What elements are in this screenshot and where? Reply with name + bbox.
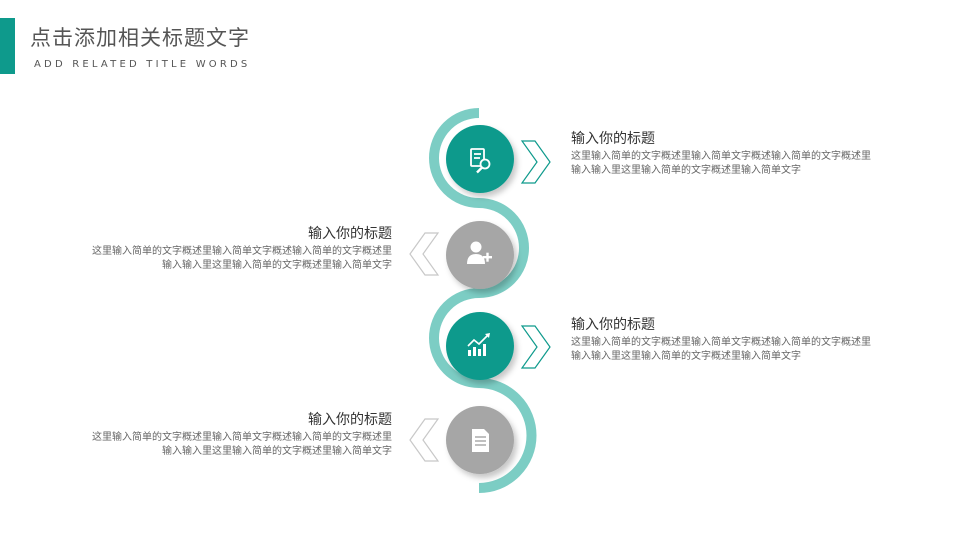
step-1-heading: 输入你的标题 [571, 131, 655, 147]
step-1-text: 输入你的标题 这里输入简单的文字概述里输入简单文字概述输入简单的文字概述里输入输… [571, 130, 873, 178]
step-4-description: 这里输入简单的文字概述里输入简单文字概述输入简单的文字概述里输入输入里这里输入简… [92, 432, 392, 457]
step-3-node[interactable] [446, 312, 514, 380]
step-4-heading: 输入你的标题 [308, 412, 392, 428]
step-3-description: 这里输入简单的文字概述里输入简单文字概述输入简单的文字概述里输入输入里这里输入简… [571, 337, 871, 362]
step-3-circle [446, 312, 514, 380]
title-accent-bar [0, 18, 15, 74]
page-subtitle: ADD RELATED TITLE WORDS [34, 59, 251, 70]
step-3-heading: 输入你的标题 [571, 317, 655, 333]
step-3-text: 输入你的标题 这里输入简单的文字概述里输入简单文字概述输入简单的文字概述里输入输… [571, 316, 873, 364]
step-1-node[interactable] [446, 125, 514, 193]
chevron-right-3 [520, 325, 551, 369]
step-1-circle [446, 125, 514, 193]
document-icon [472, 429, 489, 452]
page-title: 点击添加相关标题文字 [30, 26, 250, 50]
step-2-text: 输入你的标题 这里输入简单的文字概述里输入简单文字概述输入简单的文字概述里输入输… [90, 225, 392, 273]
chevron-left-2 [409, 232, 440, 276]
step-4-node[interactable] [446, 406, 514, 474]
growth-chart-icon [467, 333, 490, 356]
chevron-left-4 [409, 418, 440, 462]
step-2-node[interactable] [446, 221, 514, 289]
add-user-icon [467, 241, 492, 264]
step-2-heading: 输入你的标题 [308, 226, 392, 242]
chevron-right-1 [520, 140, 551, 184]
magnifier-document-icon [470, 148, 491, 174]
serpentine-ribbon [429, 108, 537, 493]
step-4-text: 输入你的标题 这里输入简单的文字概述里输入简单文字概述输入简单的文字概述里输入输… [90, 411, 392, 459]
step-2-description: 这里输入简单的文字概述里输入简单文字概述输入简单的文字概述里输入输入里这里输入简… [92, 246, 392, 271]
step-1-description: 这里输入简单的文字概述里输入简单文字概述输入简单的文字概述里输入输入里这里输入简… [571, 151, 871, 176]
